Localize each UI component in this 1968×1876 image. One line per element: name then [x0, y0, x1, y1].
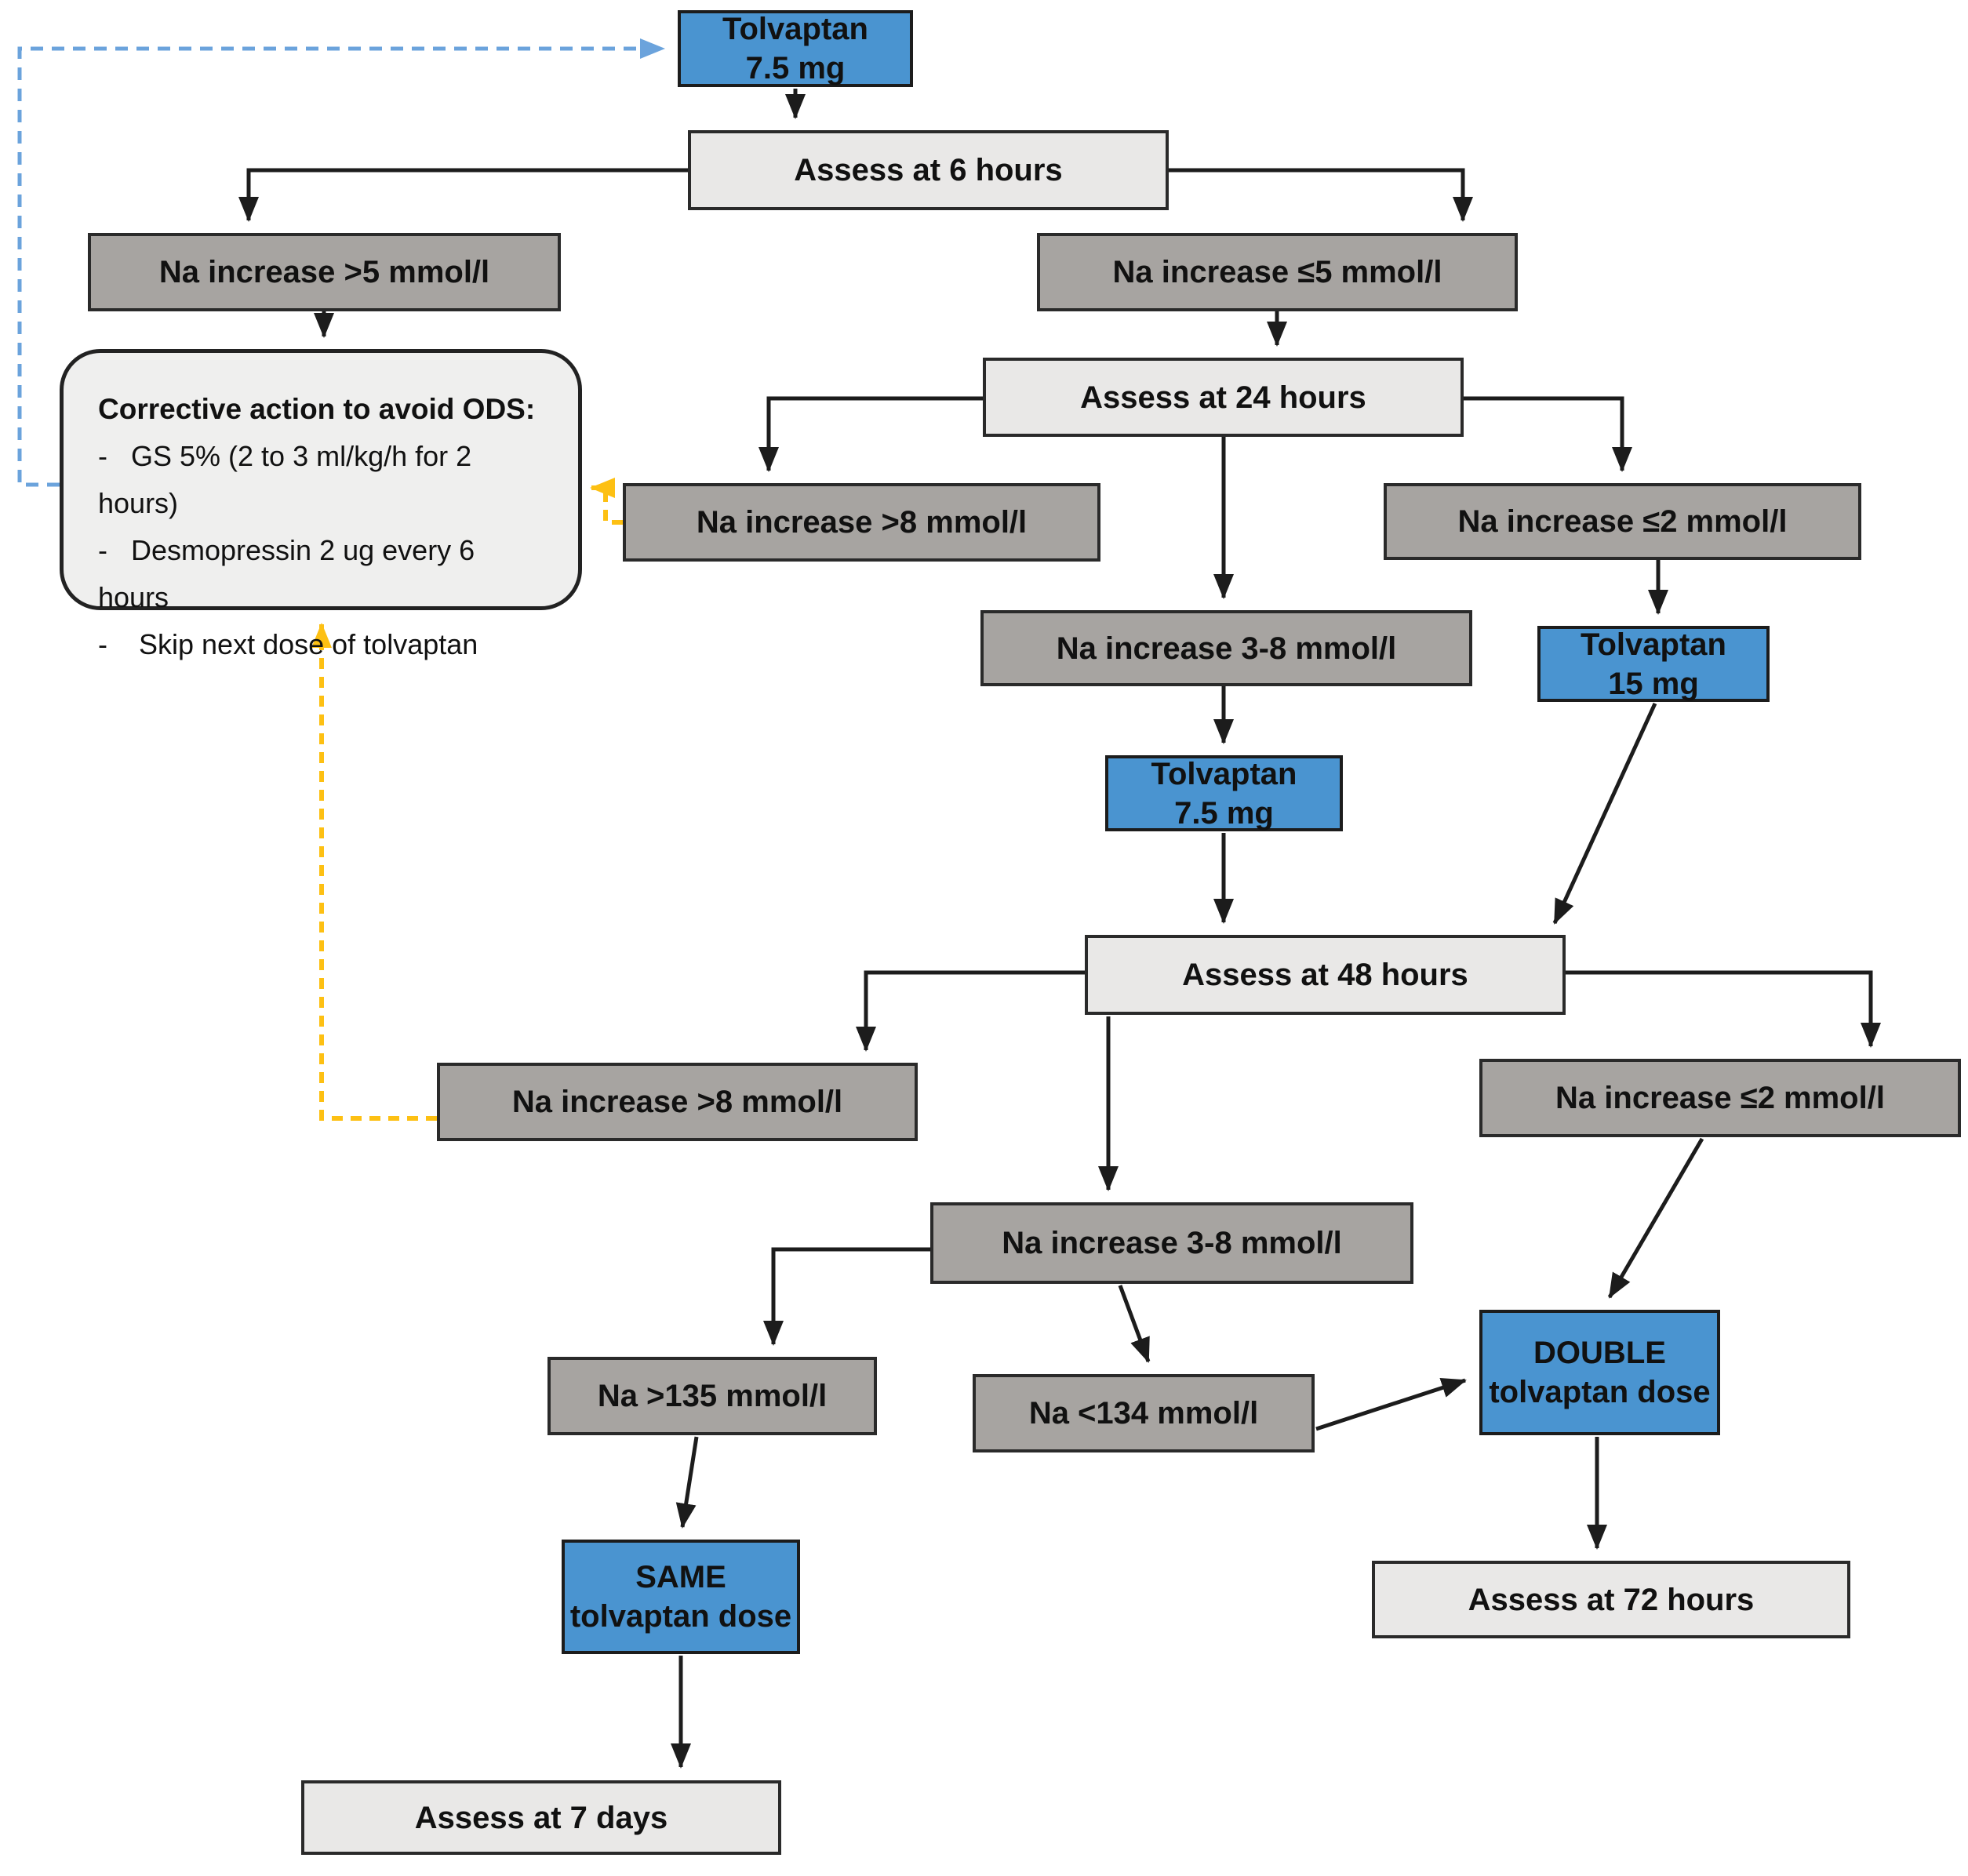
node-label: Na increase ≤5 mmol/l	[1112, 255, 1442, 289]
node-tolvaptan-15: Tolvaptan 15 mg	[1537, 626, 1770, 702]
edge-na-lt134-to-double	[1315, 1377, 1467, 1431]
node-label: 7.5 mg	[745, 51, 846, 85]
node-na-increase-3-8-48h: Na increase 3-8 mmol/l	[930, 1202, 1413, 1284]
node-label: tolvaptan dose	[1489, 1375, 1711, 1409]
node-assess-24h: Assess at 24 hours	[983, 358, 1464, 437]
node-label: Na increase 3-8 mmol/l	[1002, 1226, 1342, 1260]
edge-na-gt8-48-to-corrective	[311, 623, 437, 1121]
corrective-action-item: - Desmopressin 2 ug every 6 hours	[98, 534, 483, 613]
node-tolvaptan-start: Tolvaptan 7.5 mg	[678, 10, 913, 87]
node-na-gt135: Na >135 mmol/l	[547, 1357, 877, 1435]
edge-assess6-to-na-gt5	[238, 168, 688, 222]
edge-na-le2-48-to-double	[1607, 1137, 1704, 1299]
node-label: Na increase 3-8 mmol/l	[1056, 631, 1397, 666]
node-label: Na increase >8 mmol/l	[696, 505, 1028, 540]
node-label: tolvaptan dose	[569, 1599, 792, 1634]
node-corrective-action: Corrective action to avoid ODS: - GS 5% …	[60, 349, 582, 660]
edge-assess24-to-na-gt8	[758, 396, 983, 472]
node-label: Assess at 6 hours	[794, 153, 1063, 187]
node-label: Na increase >5 mmol/l	[158, 255, 490, 289]
node-tolvaptan-75-repeat: Tolvaptan 7.5 mg	[1105, 755, 1343, 831]
node-na-increase-gt8-24h: Na increase >8 mmol/l	[623, 483, 1100, 562]
node-na-increase-le2-48h: Na increase ≤2 mmol/l	[1479, 1059, 1961, 1137]
edge-assess24-to-na-le2	[1464, 396, 1632, 472]
node-na-increase-3-8-24h: Na increase 3-8 mmol/l	[980, 610, 1472, 686]
node-label: Assess at 72 hours	[1468, 1582, 1755, 1617]
node-same-tolvaptan-dose: SAME tolvaptan dose	[562, 1540, 800, 1654]
node-assess-6h: Assess at 6 hours	[688, 130, 1169, 210]
edge-tolvaptan15-to-assess48	[1552, 702, 1657, 925]
node-label: Assess at 7 days	[414, 1800, 668, 1835]
node-na-increase-gt5: Na increase >5 mmol/l	[88, 233, 561, 311]
edge-na-3-8-48-to-na-lt134	[1118, 1285, 1151, 1363]
corrective-action-title: Corrective action to avoid ODS:	[98, 393, 536, 425]
node-label: 7.5 mg	[1174, 795, 1274, 831]
edge-assess6-to-na-le5	[1169, 168, 1473, 222]
node-label: Assess at 48 hours	[1182, 958, 1468, 992]
node-double-tolvaptan-dose: DOUBLE tolvaptan dose	[1479, 1310, 1720, 1435]
node-label: Na >135 mmol/l	[597, 1379, 828, 1413]
edge-na-gt135-to-same	[675, 1436, 699, 1529]
edge-na-3-8-48-to-na-gt135	[763, 1247, 930, 1346]
node-label: Tolvaptan	[1581, 627, 1726, 662]
node-na-increase-le2-24h: Na increase ≤2 mmol/l	[1384, 483, 1861, 560]
node-label: Tolvaptan	[722, 12, 868, 46]
node-label: DOUBLE	[1533, 1336, 1666, 1370]
node-label: SAME	[635, 1560, 726, 1594]
corrective-action-item: - GS 5% (2 to 3 ml/kg/h for 2 hours)	[98, 440, 480, 519]
node-assess-48h: Assess at 48 hours	[1085, 935, 1566, 1015]
node-na-lt134: Na <134 mmol/l	[973, 1374, 1315, 1452]
edge-na-gt8-24-to-corrective	[590, 478, 623, 525]
node-assess-7d: Assess at 7 days	[301, 1780, 781, 1855]
corrective-action-item: - Skip next dose of tolvaptan	[98, 628, 478, 660]
node-label: Na <134 mmol/l	[1028, 1396, 1259, 1431]
edge-assess48-to-na-le2-48	[1566, 970, 1881, 1048]
node-na-increase-gt8-48h: Na increase >8 mmol/l	[437, 1063, 918, 1141]
node-assess-72h: Assess at 72 hours	[1372, 1561, 1850, 1638]
edge-assess48-to-na-gt8-48	[856, 970, 1085, 1052]
node-label: Assess at 24 hours	[1080, 380, 1366, 415]
node-label: 15 mg	[1608, 666, 1699, 701]
edge-loop-corrective-to-start	[17, 38, 665, 487]
node-label: Tolvaptan	[1151, 756, 1297, 791]
node-label: Na increase >8 mmol/l	[511, 1085, 843, 1119]
node-label: Na increase ≤2 mmol/l	[1555, 1081, 1885, 1115]
node-label: Na increase ≤2 mmol/l	[1457, 504, 1788, 539]
node-na-increase-le5: Na increase ≤5 mmol/l	[1037, 233, 1518, 311]
